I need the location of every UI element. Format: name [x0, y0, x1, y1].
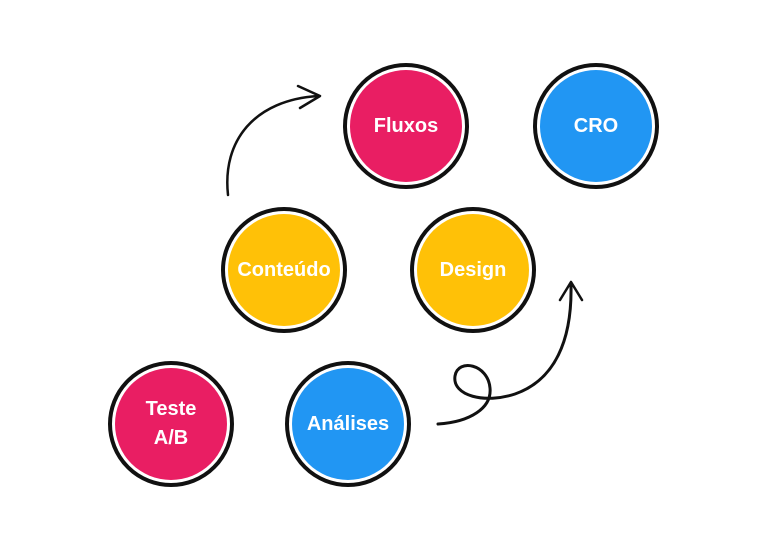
node-conteudo: Conteúdo [221, 207, 347, 333]
node-design-label: Design [439, 258, 507, 281]
node-cro-label: CRO [573, 114, 619, 137]
node-conteudo-fill: Conteúdo [228, 214, 340, 326]
arrow-analises-to-design-head [558, 280, 584, 302]
node-analises-label: Análises [306, 412, 390, 435]
arrow-conteudo-to-fluxos [226, 84, 322, 197]
arrow-conteudo-to-fluxos-head [296, 84, 322, 110]
node-analises-fill: Análises [292, 368, 404, 480]
node-design: Design [410, 207, 536, 333]
node-fluxos-fill: Fluxos [350, 70, 462, 182]
node-cro-fill: CRO [540, 70, 652, 182]
node-fluxos-label: Fluxos [373, 114, 439, 137]
node-teste-ab-label: Teste A/B [145, 398, 197, 449]
arrow-conteudo-to-fluxos-curve [226, 94, 320, 197]
node-teste-ab: Teste A/B [108, 361, 234, 487]
node-teste-ab-fill: Teste A/B [115, 368, 227, 480]
node-fluxos: Fluxos [343, 63, 469, 189]
node-conteudo-label: Conteúdo [237, 258, 331, 281]
node-analises: Análises [285, 361, 411, 487]
node-cro: CRO [533, 63, 659, 189]
node-design-fill: Design [417, 214, 529, 326]
